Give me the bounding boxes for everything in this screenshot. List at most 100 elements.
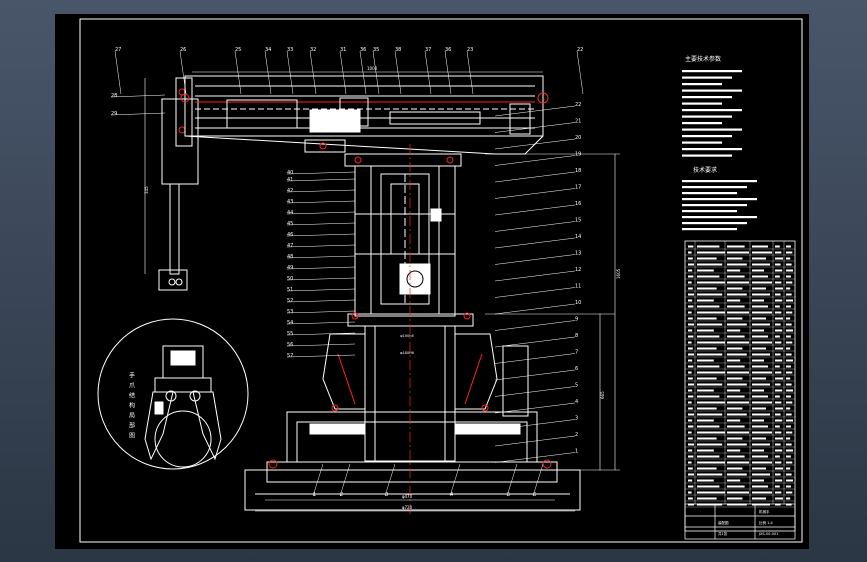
table-cell [786, 455, 791, 458]
table-cell [697, 479, 714, 482]
table-cell [775, 449, 783, 452]
table-cell [786, 401, 793, 404]
table-cell [752, 293, 770, 296]
drawing-sheet: φ470 φ720 1605 665 345 1000 φ100h6 φ180H… [55, 14, 809, 549]
lift-column [344, 153, 462, 317]
table-cell [752, 503, 770, 506]
spec-text-line [682, 148, 742, 151]
table-cell [752, 491, 772, 494]
title-block [684, 503, 796, 540]
table-cell [775, 281, 782, 284]
table-cell [786, 383, 792, 386]
table-cell [727, 491, 749, 494]
table-cell [697, 407, 717, 410]
table-cell [752, 389, 764, 392]
table-cell [688, 293, 694, 296]
table-cell [775, 389, 783, 392]
table-cell [727, 281, 749, 284]
callout-left: 55 [287, 331, 293, 337]
leader-line [494, 155, 576, 166]
tech-text-line [682, 222, 747, 225]
leader-line [466, 50, 474, 95]
table-cell [752, 335, 768, 338]
leader-line [286, 299, 356, 303]
callout-left: 50 [287, 276, 293, 282]
table-cell [727, 329, 741, 332]
table-cell [775, 365, 780, 368]
callout-bottom: 6 [533, 492, 536, 498]
table-cell [727, 479, 741, 482]
table-cell [752, 461, 772, 464]
table-cell [752, 473, 770, 476]
table-cell [775, 461, 782, 464]
table-cell [775, 371, 782, 374]
tech-heading: 技术要求 [693, 166, 717, 174]
table-cell [786, 299, 793, 302]
spec-text-line [682, 102, 722, 105]
table-cell [775, 479, 783, 482]
table-cell [727, 335, 745, 338]
callout-right: 11 [575, 284, 581, 290]
table-cell [688, 329, 693, 332]
table-cell [727, 449, 741, 452]
table-cell [752, 479, 764, 482]
table-cell [752, 251, 772, 254]
tech-text-line [682, 228, 737, 231]
leader-line [312, 463, 324, 497]
table-cell [752, 407, 766, 410]
table-cell [786, 269, 793, 272]
detail-title: 手爪结构局部图 [128, 371, 135, 442]
table-cell [752, 497, 766, 500]
title-cell-1: 机械手 [759, 509, 770, 514]
callout-bottom: 2 [340, 492, 343, 498]
table-cell [697, 491, 725, 494]
table-cell [727, 455, 745, 458]
leader-line [286, 50, 294, 95]
table-cell [752, 359, 764, 362]
leader-line [286, 321, 356, 325]
table-cell [688, 419, 693, 422]
table-cell [697, 425, 720, 428]
table-cell [786, 485, 791, 488]
table-cell [752, 275, 768, 278]
table-cell [752, 299, 764, 302]
table-cell [697, 275, 720, 278]
callout-right: 13 [575, 251, 581, 257]
leader-line [179, 50, 187, 95]
leader-line [309, 50, 317, 95]
table-cell [727, 461, 749, 464]
leader-line [286, 354, 356, 358]
table-cell [697, 335, 720, 338]
table-cell [688, 467, 693, 470]
table-cell [752, 413, 770, 416]
callout-top: 32 [310, 47, 316, 53]
spec-heading: 主要技术参数 [685, 55, 721, 63]
spec-text-line [682, 70, 742, 73]
table-cell [727, 437, 743, 440]
leader-line [532, 463, 544, 497]
leader-line [286, 310, 356, 314]
callout-top: 27 [115, 47, 121, 53]
table-cell [775, 485, 780, 488]
table-cell [775, 347, 783, 350]
dim-right-lower: 665 [600, 391, 605, 399]
table-cell [697, 371, 725, 374]
dim-left-arm: 345 [144, 186, 149, 194]
callout-left: 45 [287, 221, 293, 227]
tech-text-line [682, 216, 757, 219]
callout-right: 18 [575, 168, 581, 174]
table-cell [786, 407, 791, 410]
leader-line [506, 463, 518, 497]
table-cell [786, 479, 793, 482]
table-cell [786, 467, 791, 470]
table-cell [752, 401, 772, 404]
table-cell [697, 419, 714, 422]
table-cell [688, 425, 694, 428]
table-cell [688, 485, 694, 488]
tech-text-line [682, 186, 747, 189]
table-cell [752, 395, 768, 398]
callout-top: 26 [180, 47, 186, 53]
table-cell [688, 401, 692, 404]
